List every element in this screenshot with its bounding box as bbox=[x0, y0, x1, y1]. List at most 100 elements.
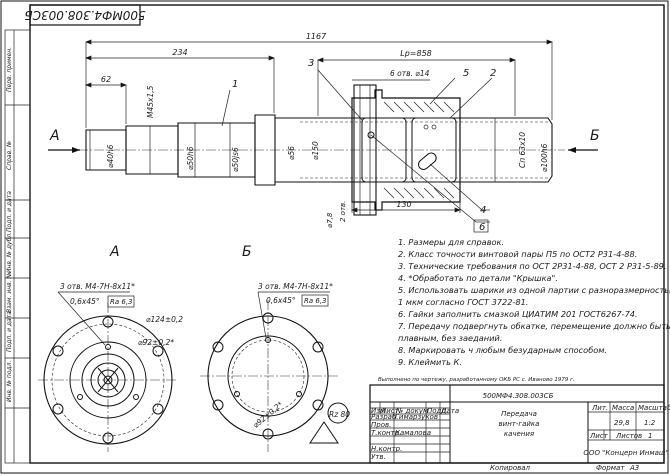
view-a-chamfer: 0,6х45° bbox=[70, 297, 100, 306]
position-6: 6 bbox=[479, 222, 485, 233]
based-on-note: Выполнено по чертежу, разработанному ОКБ… bbox=[378, 377, 575, 383]
note-1: 1. Размеры для справок. bbox=[398, 237, 504, 247]
view-b-chamfer: 0,6х45° bbox=[266, 296, 296, 305]
svg-text:Б: Б bbox=[590, 128, 600, 144]
dim-d100: ⌀100h6 bbox=[540, 143, 549, 172]
tb-col-izm: Изм bbox=[371, 407, 386, 415]
dim-lp: Lp=858 bbox=[400, 49, 432, 58]
position-2: 2 bbox=[490, 68, 496, 79]
dim-overall: 1167 bbox=[306, 32, 327, 41]
dim-d78: ⌀7,8 bbox=[326, 212, 334, 228]
tb-col-list: Лист bbox=[380, 407, 400, 415]
nut-flange bbox=[353, 84, 377, 216]
tb-col-doc: № докум. bbox=[395, 407, 431, 415]
stamp-label-1: Перв. примен. bbox=[6, 47, 13, 92]
dim-234: 234 bbox=[172, 48, 187, 57]
main-view: А Б 1167 234 62 Lp=858 6 отв. ⌀14 М bbox=[48, 32, 600, 233]
tb-col-sign: Подп. bbox=[427, 407, 448, 415]
view-a-d124: ⌀124±0,2 bbox=[146, 315, 183, 324]
view-b-title: Б bbox=[242, 244, 252, 260]
svg-text:А: А bbox=[49, 128, 60, 144]
note-3: 3. Технические требования по ОСТ 2Р31-4-… bbox=[398, 261, 666, 271]
side-stamp: Перв. примен. Справ. № Подп. и дата Инв.… bbox=[4, 29, 31, 464]
tb-scale-label: Масштаб bbox=[638, 404, 670, 412]
dim-d50: ⌀50h6 bbox=[186, 146, 195, 170]
view-a-holes: 3 отв. М4-7Н-8х11* bbox=[60, 282, 135, 291]
tb-scale: 1:2 bbox=[644, 419, 656, 427]
view-a: А 3 отв. М4-7Н-8х11* 0,6х45° Ra 6,3 ⌀124… bbox=[38, 244, 183, 452]
tb-sheets-count: 1 bbox=[648, 432, 652, 440]
dim-d56: ⌀56 bbox=[287, 146, 296, 160]
note-5: 5. Использовать шарики из одной партии с… bbox=[398, 285, 670, 295]
section-arrow-a: А bbox=[48, 128, 80, 153]
collar-56 bbox=[254, 114, 276, 186]
tb-lit-label: Лит. bbox=[591, 404, 608, 412]
position-3: 3 bbox=[308, 58, 314, 69]
tb-role-2: Пров. bbox=[371, 421, 391, 429]
view-b-roughness: Ra 6,3 bbox=[304, 297, 327, 305]
tb-role-5: Н.контр. bbox=[371, 445, 402, 453]
stamp-label-7: Инв. № подл. bbox=[6, 361, 13, 402]
view-a-title: А bbox=[109, 244, 120, 260]
view-b: Б 3 отв. М4-7Н-8х11* 0,6х45° Ra 6,3 ⌀92±… bbox=[200, 244, 350, 452]
tb-format-label: Формат bbox=[596, 464, 625, 472]
dim-130: 130 bbox=[396, 200, 411, 209]
surface-roughness: Rz 80 bbox=[329, 410, 350, 419]
position-1: 1 bbox=[232, 79, 238, 90]
tb-col-date: Дата bbox=[440, 407, 459, 415]
tb-sheets-label: Листов bbox=[615, 432, 642, 440]
tb-role-3: Т.контр. bbox=[371, 429, 401, 437]
stamp-label-5: Взам. инв. № bbox=[6, 272, 13, 313]
tb-name-line2: винт-гайка bbox=[499, 420, 540, 428]
section-arrow-b: Б bbox=[568, 128, 600, 153]
dim-d150: ⌀150 bbox=[311, 141, 320, 160]
note-6: 6. Гайки заполнить смазкой ЦИАТИМ 201 ГО… bbox=[398, 309, 638, 319]
nut-1-window bbox=[361, 117, 407, 183]
inner-frame bbox=[29, 4, 665, 464]
tb-role-1: Разраб. bbox=[371, 413, 399, 421]
dim-holes: 6 отв. ⌀14 bbox=[390, 69, 430, 78]
note-7b: плавным, без заеданий. bbox=[398, 333, 502, 343]
note-4: 4. *Обработать по детали "Крышка". bbox=[398, 273, 558, 283]
dim-d40: ⌀40h6 bbox=[106, 144, 115, 168]
tb-mass-label: Масса bbox=[612, 404, 634, 412]
dim-sp: Сп 63х10 bbox=[518, 132, 527, 168]
tb-name-1: Гимарзуков bbox=[395, 413, 438, 421]
note-5b: 1 мкм согласно ГОСТ 3722-81. bbox=[398, 297, 528, 307]
stamp-label-3: Подп. и дата bbox=[6, 191, 13, 232]
top-dimensions bbox=[85, 39, 553, 128]
position-5: 5 bbox=[463, 68, 469, 79]
note-2: 2. Класс точности винтовой пары П5 по ОС… bbox=[398, 249, 637, 259]
position-4: 4 bbox=[480, 205, 486, 216]
dim-thread: М45х1,5 bbox=[146, 85, 155, 118]
tb-format: A3 bbox=[629, 464, 639, 472]
technical-notes: 1. Размеры для справок. 2. Класс точност… bbox=[398, 237, 670, 367]
tb-sheet-label: Лист bbox=[589, 432, 609, 440]
note-7: 7. Передачу подвергнуть обкатке, перемещ… bbox=[398, 321, 670, 331]
stamp-label-2: Справ. № bbox=[6, 141, 13, 170]
nut-2-window bbox=[411, 117, 457, 183]
stamp-label-4: Инв. № дубл. bbox=[6, 232, 13, 273]
dim-two-holes: 2 отв. bbox=[339, 201, 347, 222]
tb-mass: 29,8 bbox=[614, 419, 630, 427]
rotated-designation-box: 500МФ4.308.003СБ bbox=[24, 4, 146, 26]
view-a-d92: ⌀92±0,2* bbox=[138, 338, 174, 347]
note-8: 8. Маркировать ч любым безударным способ… bbox=[398, 345, 607, 355]
tb-copied: Копировал bbox=[490, 464, 531, 472]
view-b-holes: 3 отв. М4-7Н-8х11* bbox=[258, 282, 333, 291]
dim-d50js: ⌀50js6 bbox=[231, 147, 240, 172]
tb-name-line1: Передача bbox=[501, 410, 537, 418]
tb-designation: 500МФ4.308.003СБ bbox=[483, 392, 554, 400]
screw-body bbox=[275, 117, 553, 183]
lubrication-hole bbox=[418, 152, 437, 170]
view-a-roughness: Ra 6,3 bbox=[110, 298, 133, 306]
rotated-designation: 500МФ4.308.003СБ bbox=[24, 8, 145, 22]
dim-62: 62 bbox=[101, 75, 111, 84]
tb-organization: ООО "Концерн Инмаш" bbox=[583, 449, 668, 457]
tb-name-line3: качения bbox=[504, 430, 534, 438]
tb-name-3: Камалова bbox=[395, 429, 431, 437]
stamp-label-6: Подп. и дата bbox=[6, 311, 13, 352]
title-block: 500МФ4.308.003СБ Изм Лист № докум. Подп.… bbox=[369, 384, 670, 472]
